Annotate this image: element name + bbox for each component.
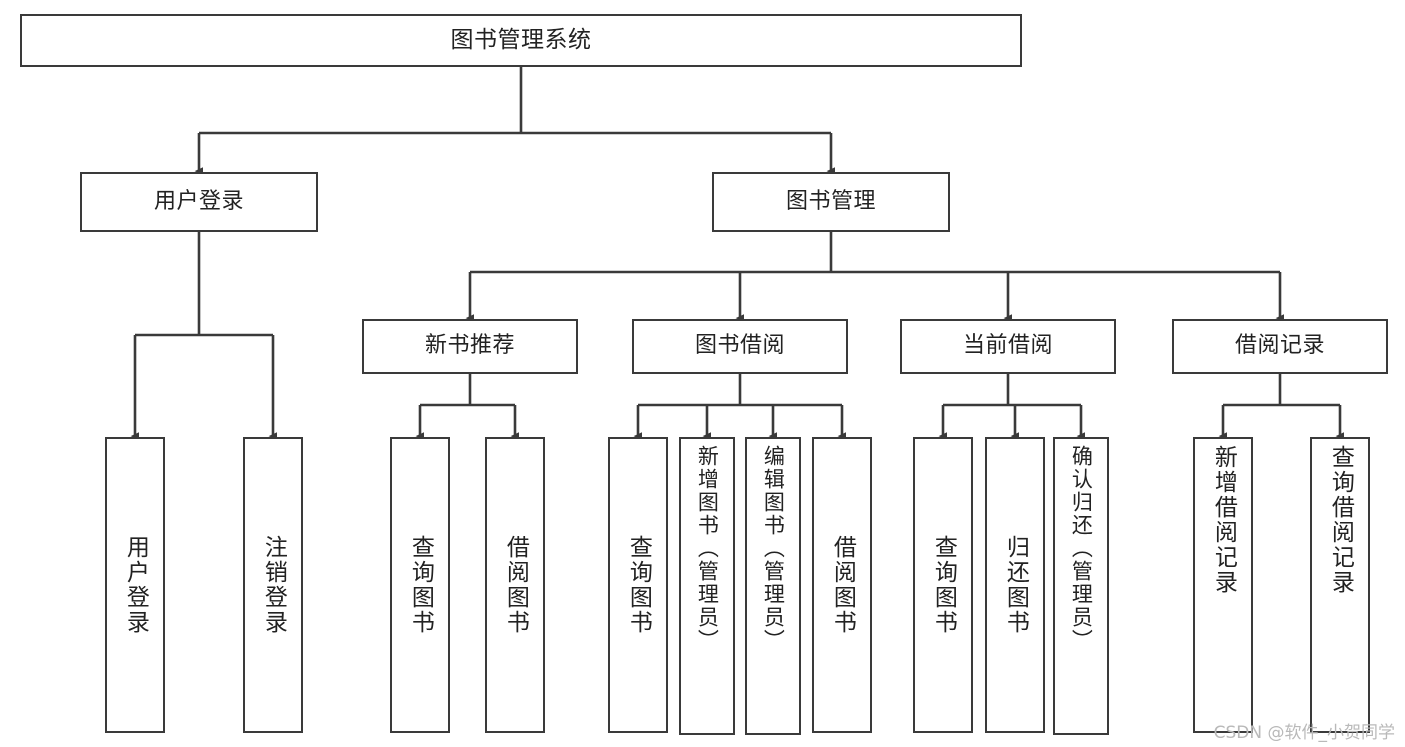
node-label-leaf-edit-book: 编辑图书（管理员）: [761, 445, 786, 652]
node-box-leaf-edit-book[interactable]: 编辑图书（管理员）: [745, 437, 801, 735]
node-label-borrow-record: 借阅记录: [1234, 333, 1325, 359]
node-label-leaf-query-nb: 查询图书: [407, 535, 434, 635]
node-box-borrow-record[interactable]: 借阅记录: [1172, 319, 1388, 374]
node-box-book-manage[interactable]: 图书管理: [712, 172, 950, 232]
node-label-leaf-borrow-bb: 借阅图书: [829, 535, 856, 635]
node-box-leaf-query-rec[interactable]: 查询借阅记录: [1310, 437, 1370, 733]
node-box-leaf-logout[interactable]: 注销登录: [243, 437, 303, 733]
node-label-leaf-query-bb: 查询图书: [625, 535, 652, 635]
node-label-book-manage: 图书管理: [785, 188, 876, 214]
node-label-leaf-confirm: 确认归还（管理员）: [1069, 445, 1094, 652]
node-box-leaf-confirm[interactable]: 确认归还（管理员）: [1053, 437, 1109, 735]
node-label-leaf-add-book: 新增图书（管理员）: [695, 445, 720, 652]
node-label-book-borrow: 图书借阅: [694, 333, 785, 359]
node-box-leaf-borrow-nb[interactable]: 借阅图书: [485, 437, 545, 733]
node-box-leaf-query-bb[interactable]: 查询图书: [608, 437, 668, 733]
node-box-book-borrow[interactable]: 图书借阅: [632, 319, 848, 374]
node-box-leaf-login[interactable]: 用户登录: [105, 437, 165, 733]
node-box-new-book-rec[interactable]: 新书推荐: [362, 319, 578, 374]
node-box-leaf-add-rec[interactable]: 新增借阅记录: [1193, 437, 1253, 733]
node-label-root: 图书管理系统: [450, 26, 592, 53]
connector-group: [130, 67, 1345, 441]
node-label-leaf-login: 用户登录: [122, 535, 149, 635]
node-box-leaf-query-cb[interactable]: 查询图书: [913, 437, 973, 733]
node-box-current-borrow[interactable]: 当前借阅: [900, 319, 1116, 374]
node-label-new-book-rec: 新书推荐: [424, 333, 515, 359]
node-box-leaf-query-nb[interactable]: 查询图书: [390, 437, 450, 733]
node-box-leaf-add-book[interactable]: 新增图书（管理员）: [679, 437, 735, 735]
node-box-leaf-return[interactable]: 归还图书: [985, 437, 1045, 733]
node-label-current-borrow: 当前借阅: [962, 333, 1053, 359]
node-box-root[interactable]: 图书管理系统: [20, 14, 1022, 67]
node-label-leaf-query-cb: 查询图书: [930, 535, 957, 635]
node-label-leaf-borrow-nb: 借阅图书: [502, 535, 529, 635]
node-box-leaf-borrow-bb[interactable]: 借阅图书: [812, 437, 872, 733]
node-label-leaf-query-rec: 查询借阅记录: [1327, 445, 1354, 595]
node-label-leaf-logout: 注销登录: [260, 535, 287, 635]
node-label-leaf-add-rec: 新增借阅记录: [1210, 445, 1237, 595]
node-box-user-login[interactable]: 用户登录: [80, 172, 318, 232]
node-label-user-login: 用户登录: [153, 188, 244, 214]
node-label-leaf-return: 归还图书: [1002, 535, 1029, 635]
